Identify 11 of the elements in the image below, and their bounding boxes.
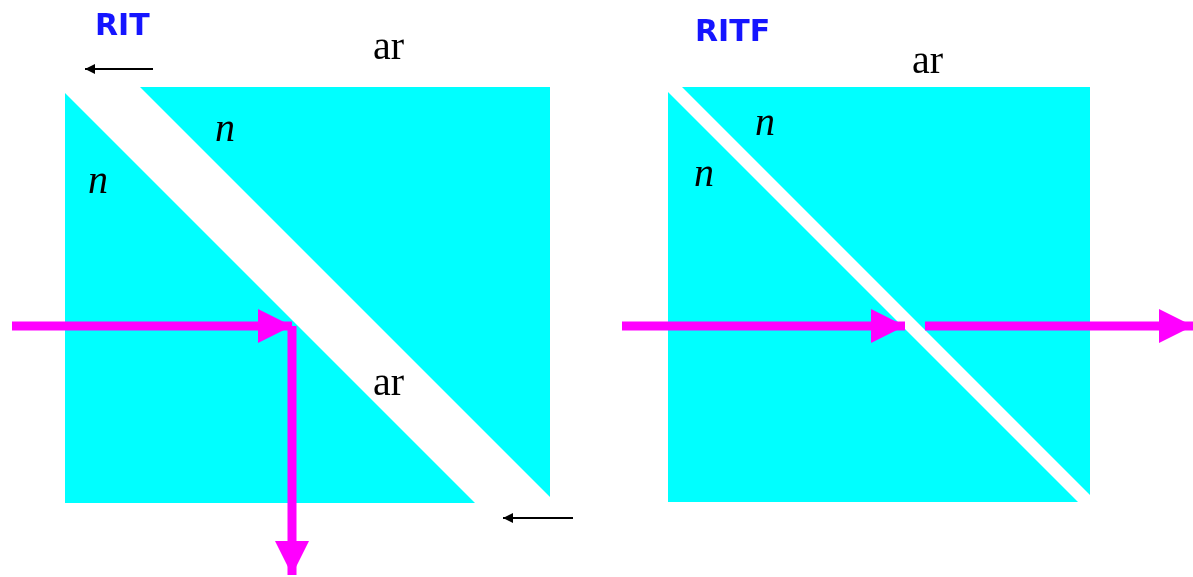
refractive-index-label: n — [694, 153, 714, 193]
prism-triangle — [65, 93, 475, 503]
refractive-index-label: n — [215, 108, 235, 148]
panel-title: RITF — [695, 16, 771, 46]
prism-triangle — [140, 87, 550, 497]
panel-title: RIT — [95, 10, 150, 40]
coating-label: ar — [912, 40, 944, 80]
refractive-index-label: n — [755, 102, 775, 142]
refractive-index-label: n — [88, 160, 108, 200]
coating-label: ar — [373, 362, 405, 402]
coating-label: ar — [373, 26, 405, 66]
